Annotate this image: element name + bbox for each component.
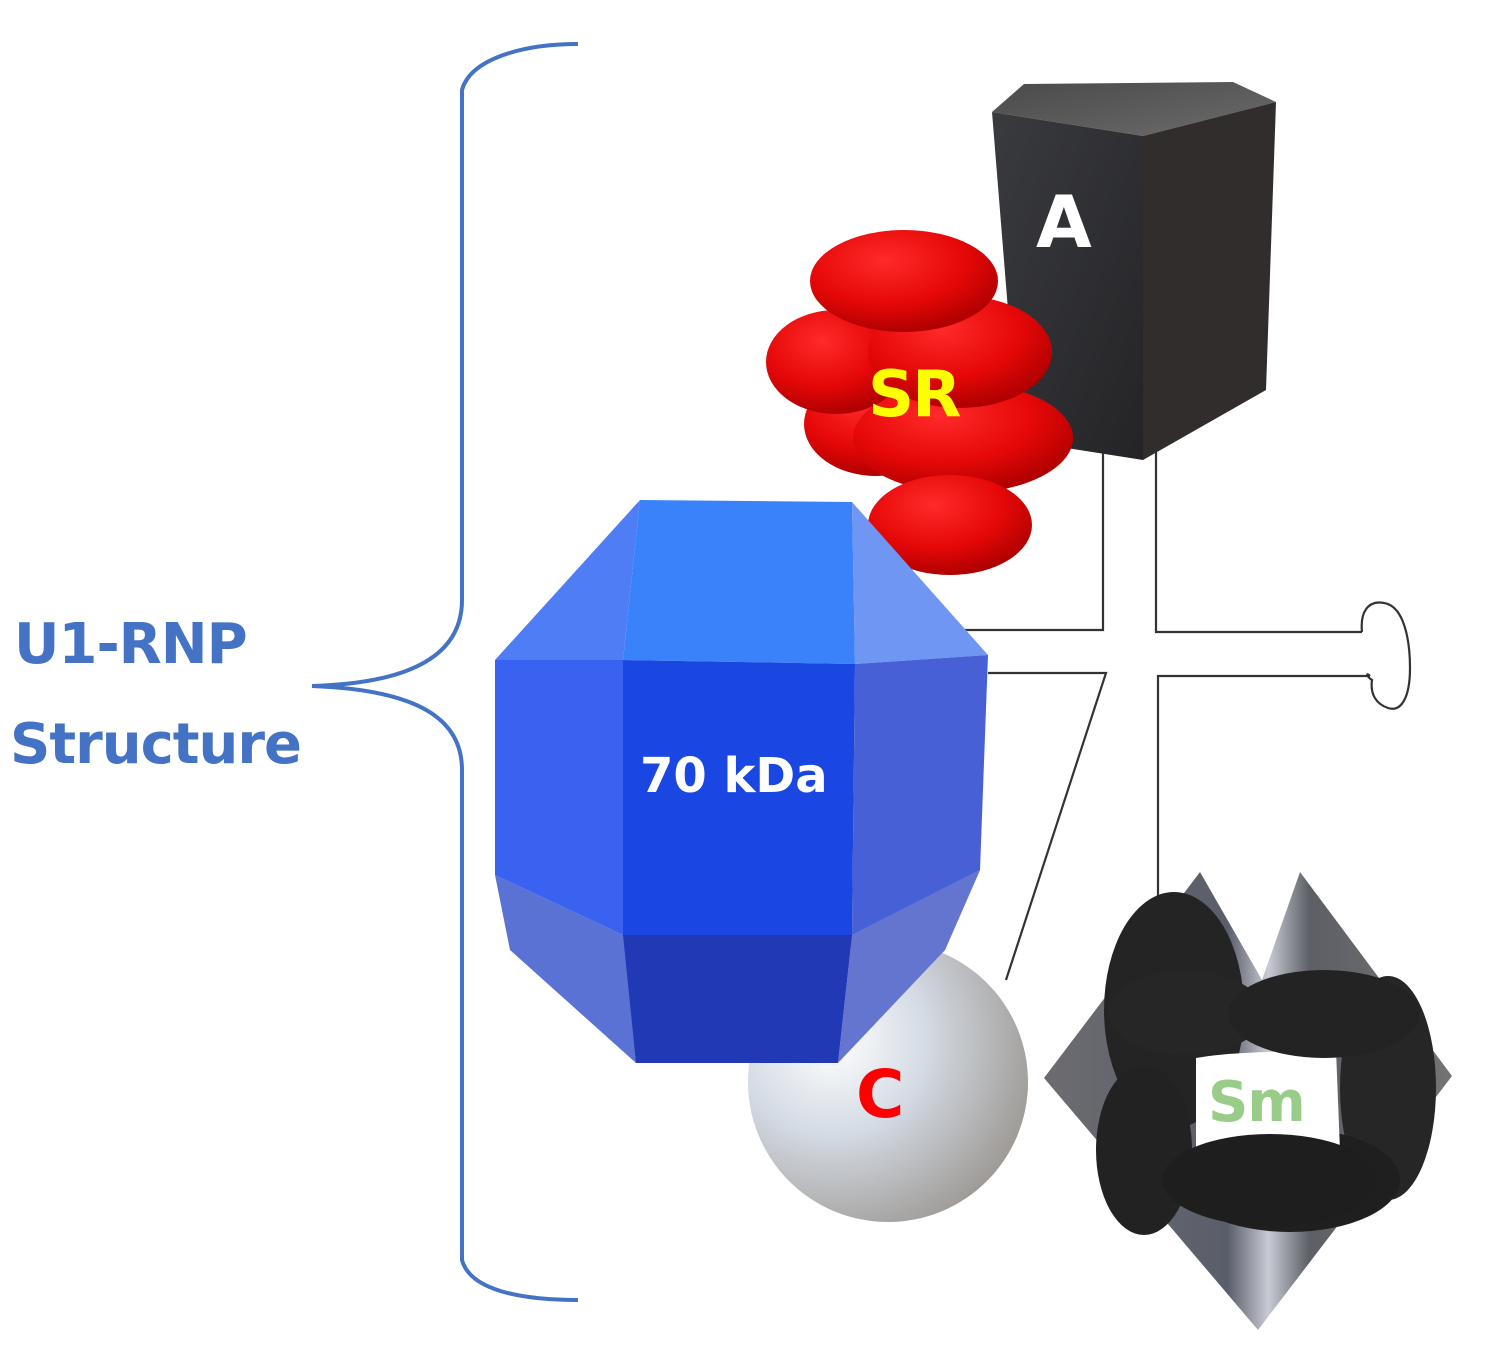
title-line-1: U1-RNP (14, 612, 248, 677)
sr-protein-label: SR (868, 358, 961, 432)
sm-protein (1044, 872, 1452, 1330)
sm-protein-label: Sm (1208, 1070, 1306, 1135)
sr-protein (766, 230, 1073, 575)
70kda-protein-label: 70 kDa (640, 748, 828, 804)
c-protein (623, 870, 1028, 1222)
a-protein-label: A (1036, 180, 1092, 264)
rna-stem-loop (950, 452, 1412, 981)
bracket (311, 42, 579, 1302)
c-protein-label: C (856, 1056, 905, 1133)
title-line-2: Structure (10, 712, 302, 777)
